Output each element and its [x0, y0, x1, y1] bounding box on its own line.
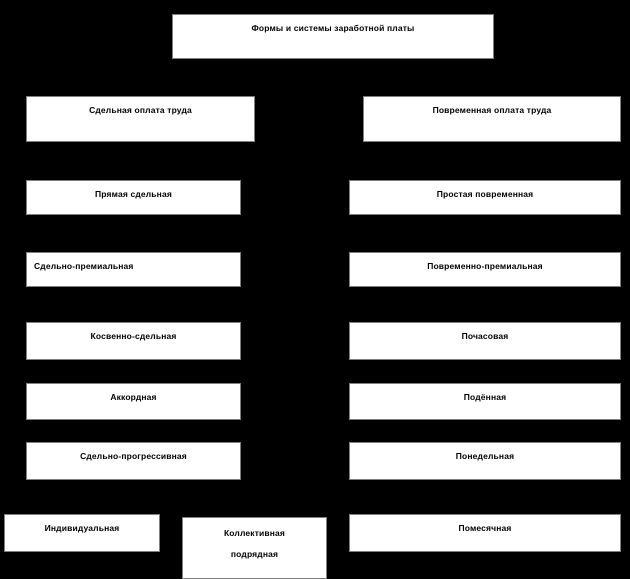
node-title: Формы и системы заработной платы [172, 14, 494, 59]
node-collective-contract-label-line2: подрядная [230, 549, 279, 560]
node-timework-head-label: Повременная оплата труда [432, 105, 552, 115]
node-timework-bonus-label: Повременно-премиальная [427, 261, 543, 271]
node-piecework-bonus: Сдельно-премиальная [26, 252, 241, 287]
node-piecework-progressive: Сдельно-прогрессивная [26, 442, 241, 480]
node-direct-piecework: Прямая сдельная [26, 180, 241, 215]
node-simple-timework: Простая повременная [349, 180, 621, 215]
node-daily-label: Подённая [463, 392, 507, 402]
node-piecework-bonus-label: Сдельно-премиальная [34, 261, 134, 271]
node-hourly: Почасовая [349, 322, 621, 360]
node-weekly-label: Понедельная [455, 451, 515, 461]
node-collective-contract: Коллективная подрядная [182, 517, 327, 579]
node-hourly-label: Почасовая [461, 331, 509, 341]
node-indirect-piecework: Косвенно-сдельная [26, 322, 241, 360]
node-individual: Индивидуальная [4, 514, 160, 552]
node-piecework-progressive-label: Сдельно-прогрессивная [80, 451, 187, 461]
node-piecework-head-label: Сдельная оплата труда [89, 105, 192, 115]
node-title-label: Формы и системы заработной платы [251, 23, 415, 33]
node-indirect-piecework-label: Косвенно-сдельная [90, 331, 177, 341]
node-weekly: Понедельная [349, 442, 621, 480]
node-simple-timework-label: Простая повременная [436, 189, 534, 199]
node-individual-label: Индивидуальная [44, 523, 120, 533]
node-collective-contract-label-line1: Коллективная [223, 528, 286, 538]
node-piecework-head: Сдельная оплата труда [26, 96, 255, 142]
node-direct-piecework-label: Прямая сдельная [95, 189, 172, 199]
node-daily: Подённая [349, 383, 621, 420]
node-timework-head: Повременная оплата труда [363, 96, 621, 142]
node-lump-sum: Аккордная [26, 383, 241, 420]
node-monthly-label: Помесячная [458, 523, 512, 533]
node-monthly: Помесячная [349, 514, 621, 552]
node-timework-bonus: Повременно-премиальная [349, 252, 621, 287]
node-lump-sum-label: Аккордная [110, 392, 157, 402]
